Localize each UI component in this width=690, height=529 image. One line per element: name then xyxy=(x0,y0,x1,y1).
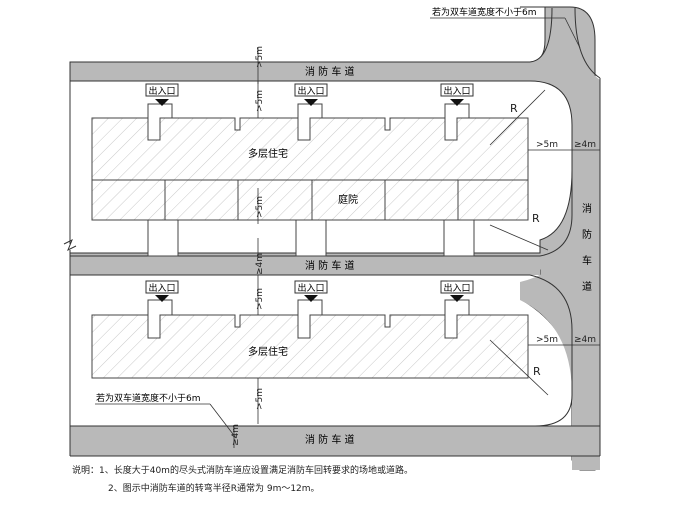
break-mark xyxy=(63,238,77,252)
dim-setback: >5m xyxy=(255,46,265,68)
entrance-label: 出入口 xyxy=(148,282,175,294)
dim-road-width: ≥4m xyxy=(231,424,241,446)
entrance-label: 出入口 xyxy=(297,85,324,97)
entrance-marker: 出入口 xyxy=(440,83,474,106)
dim-setback-right: >5m xyxy=(536,335,558,345)
road-label-middle: 消 防 车 道 xyxy=(305,259,355,272)
callout-bottom: 若为双车道宽度不小于6m xyxy=(95,392,237,439)
dim-road-width: ≥4m xyxy=(255,253,265,275)
entrance-label: 出入口 xyxy=(297,282,324,294)
dim-setback: >5m xyxy=(255,388,265,410)
note-line-2: 2、图示中消防车道的转弯半径R通常为 9m～12m。 xyxy=(108,484,320,494)
entrance-marker: 出入口 xyxy=(145,83,179,106)
entrance-marker: 出入口 xyxy=(294,280,328,302)
dim-setback: >5m xyxy=(255,196,265,218)
entrance-marker: 出入口 xyxy=(440,280,474,302)
building-label-upper: 多层住宅 xyxy=(248,147,288,160)
callout-top: 若为双车道宽度不小于6m xyxy=(430,6,581,49)
building-label-lower: 多层住宅 xyxy=(248,345,288,358)
building-lower xyxy=(91,299,529,379)
callout-double-lane: 若为双车道宽度不小于6m xyxy=(432,6,537,18)
dim-setback: >5m xyxy=(255,90,265,112)
entrance-label: 出入口 xyxy=(148,85,175,97)
courtyard xyxy=(91,179,529,257)
entrance-marker: 出入口 xyxy=(145,280,179,302)
entrance-marker: 出入口 xyxy=(294,83,328,106)
road-vertical-char: 道 xyxy=(582,280,592,293)
entrance-markers: 出入口 出入口 出入口 出入口 出入口 出入口 xyxy=(145,83,474,302)
callout-double-lane: 若为双车道宽度不小于6m xyxy=(96,392,201,404)
entrance-label: 出入口 xyxy=(443,85,470,97)
road-middle xyxy=(70,256,540,275)
radius-label: R xyxy=(532,212,540,225)
dim-setback: >5m xyxy=(255,288,265,310)
dim-road-width-right: ≥4m xyxy=(574,335,596,345)
road-vertical-char: 消 xyxy=(582,202,592,215)
road-label-bottom: 消 防 车 道 xyxy=(305,433,355,446)
dimension-labels: >5m >5m >5m ≥4m >5m >5m ≥4m >5m ≥4m >5m … xyxy=(231,46,596,446)
road-top-curve xyxy=(520,10,600,470)
road-vertical-char: 防 xyxy=(582,228,592,241)
dimension-marks xyxy=(233,48,600,448)
dim-setback-right: >5m xyxy=(536,140,558,150)
dim-road-width-right: ≥4m xyxy=(574,140,596,150)
road-label-vertical: 消 防 车 道 xyxy=(582,202,592,293)
entrance-label: 出入口 xyxy=(443,282,470,294)
courtyard-label: 庭院 xyxy=(338,193,358,206)
road-bottom xyxy=(70,426,600,456)
road-vertical-char: 车 xyxy=(582,254,592,267)
radius-markers xyxy=(489,89,549,396)
note-line-1: 说明：1、长度大于40m的尽头式消防车道应设置满足消防车回转要求的场地或道路。 xyxy=(72,466,413,476)
radius-label: R xyxy=(533,365,541,378)
road-top xyxy=(70,62,540,81)
building-upper xyxy=(91,103,529,181)
road-label-top: 消 防 车 道 xyxy=(305,65,355,78)
radius-label: R xyxy=(510,102,518,115)
notes-block: 说明：1、长度大于40m的尽头式消防车道应设置满足消防车回转要求的场地或道路。 … xyxy=(72,462,413,498)
